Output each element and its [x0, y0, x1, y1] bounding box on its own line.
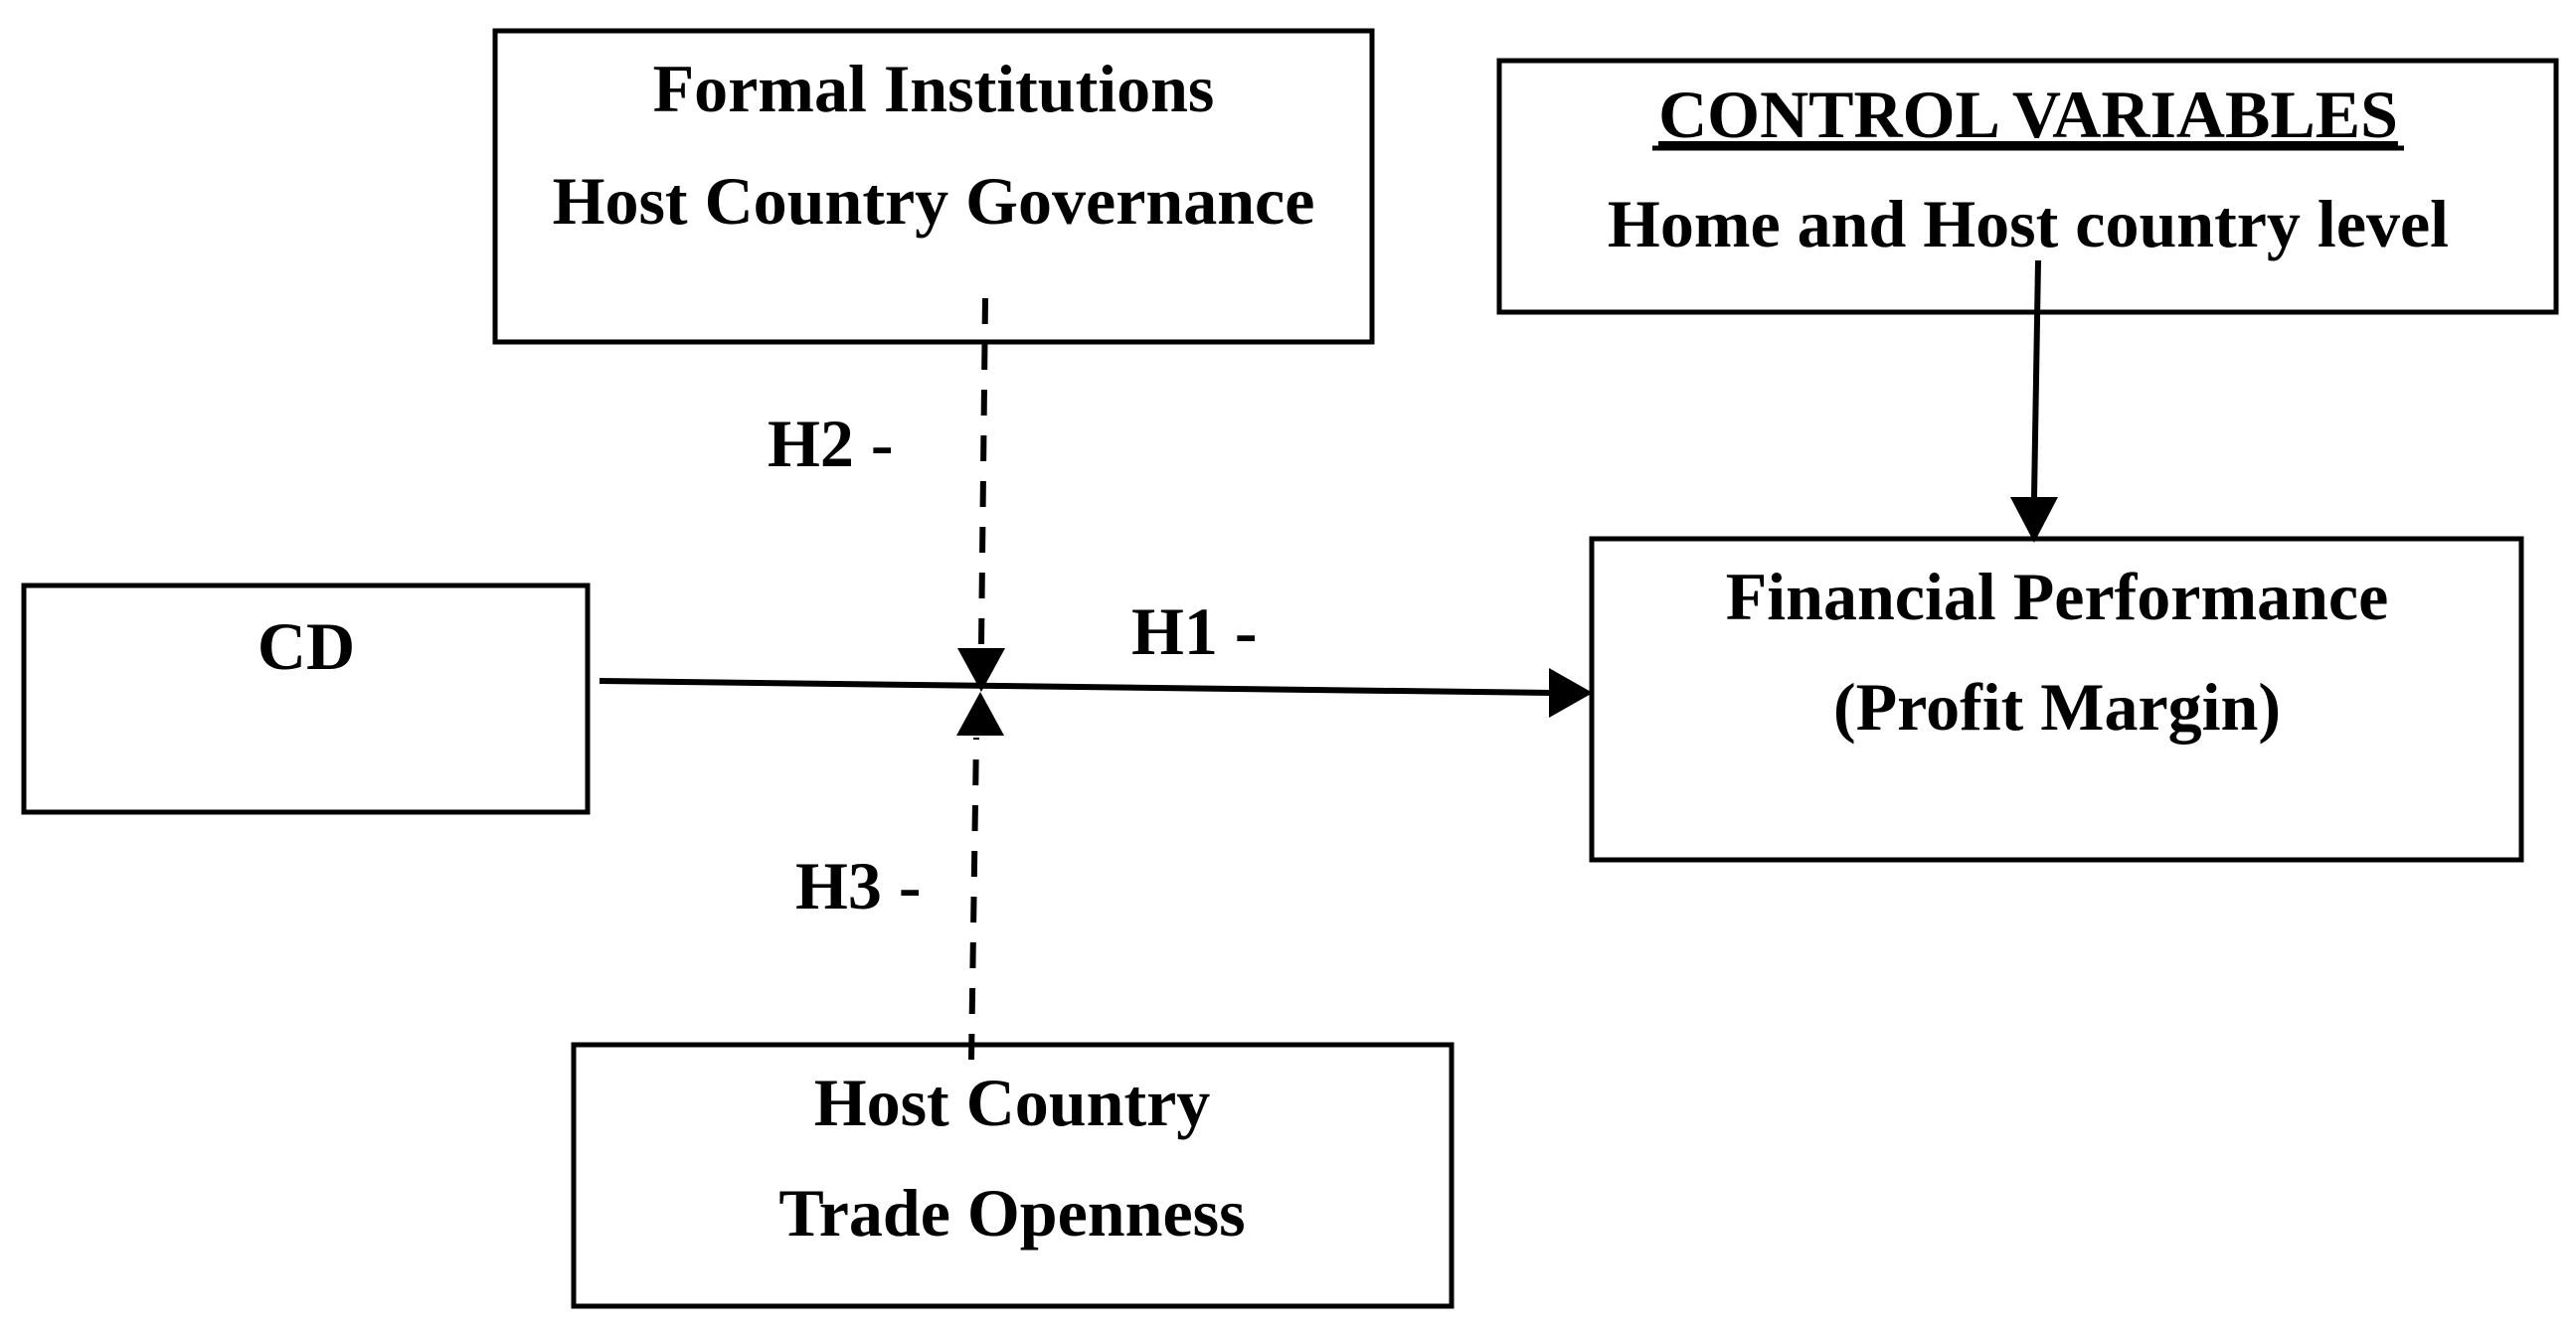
- h2-arrowhead: [957, 648, 1005, 692]
- h1-arrow-line: [599, 678, 1554, 696]
- node-cd: CD: [21, 583, 591, 815]
- control-arrowhead: [2010, 497, 2058, 543]
- edge-h2-moderation: [957, 297, 1005, 692]
- h2-label: H2 -: [768, 406, 894, 481]
- h3-label: H3 -: [795, 848, 922, 923]
- h2-dashed-line: [978, 297, 988, 647]
- h3-dashed-line: [968, 737, 979, 1061]
- control-variables-heading: CONTROL VARIABLES: [1658, 77, 2398, 152]
- edge-h1-cd-to-financial-performance: [599, 668, 1593, 718]
- profit-margin-label: (Profit Margin): [1833, 669, 2281, 745]
- formal-institutions-title: Formal Institutions: [653, 51, 1215, 126]
- control-variables-level-label: Home and Host country level: [1608, 186, 2449, 261]
- edge-h3-moderation: [956, 692, 1004, 1061]
- host-country-governance-label: Host Country Governance: [553, 163, 1315, 239]
- trade-openness-label: Trade Openness: [778, 1175, 1245, 1251]
- node-financial-performance: Financial Performance (Profit Margin): [1589, 536, 2524, 863]
- h3-arrowhead: [956, 692, 1004, 736]
- control-arrow-line: [2031, 259, 2041, 498]
- h1-arrowhead: [1549, 668, 1593, 718]
- node-control-variables: CONTROL VARIABLES Home and Host country …: [1496, 58, 2559, 315]
- node-trade-openness: Host Country Trade Openness: [571, 1042, 1455, 1309]
- node-formal-institutions: Formal Institutions Host Country Governa…: [492, 28, 1375, 345]
- host-country-label: Host Country: [814, 1065, 1211, 1140]
- financial-performance-title: Financial Performance: [1726, 559, 2389, 634]
- cd-label: CD: [258, 608, 355, 684]
- h1-label: H1 -: [1131, 593, 1258, 669]
- edge-control-to-financial-performance: [2010, 259, 2058, 543]
